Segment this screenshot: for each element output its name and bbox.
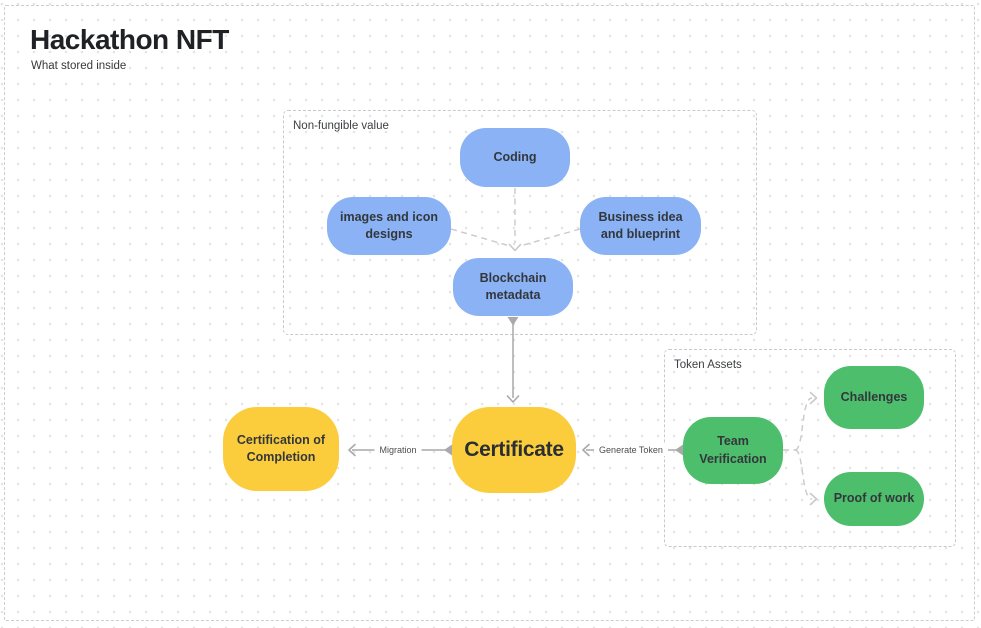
node-proof-label: Proof of work <box>833 491 915 506</box>
arrowhead-certificate-right <box>582 443 590 457</box>
node-team-verification[interactable]: Team Verification <box>683 417 783 484</box>
page-title: Hackathon NFT <box>30 24 229 55</box>
arrowhead-certificate-top <box>506 395 520 403</box>
node-proof-of-work[interactable]: Proof of work <box>824 472 924 526</box>
node-challenges-label: Challenges <box>840 389 908 404</box>
node-business-label: Business idea and blueprint <box>598 209 683 242</box>
node-coding[interactable]: Coding <box>460 128 570 187</box>
node-coding-label: Coding <box>493 149 537 164</box>
arrowhead-challenges <box>809 391 818 405</box>
connector-nub-metadata <box>507 317 519 326</box>
node-certificate[interactable]: Certificate <box>452 407 576 493</box>
connector-nub-certificate-left <box>444 444 452 456</box>
group-non-fungible-value[interactable]: Non-fungible value <box>283 110 757 335</box>
edge-label-generate-token[interactable]: Generate Token <box>594 444 668 456</box>
node-challenges[interactable]: Challenges <box>824 366 924 429</box>
edge-team-to-challenges[interactable] <box>794 397 813 451</box>
node-metadata-label: Blockchain metadata <box>479 270 547 303</box>
group-label-token-assets: Token Assets <box>674 359 742 371</box>
node-certification-of-completion[interactable]: Certification of Completion <box>223 407 339 491</box>
node-images-label: images and icon designs <box>340 209 438 242</box>
page-subtitle: What stored inside <box>31 60 127 72</box>
arrowhead-completion <box>348 443 356 457</box>
connector-nub-team-left <box>675 444 683 456</box>
group-label-non-fungible-value: Non-fungible value <box>293 120 389 132</box>
edge-label-migration[interactable]: Migration <box>374 444 422 456</box>
node-certificate-label: Certificate <box>464 438 564 462</box>
edge-business-to-metadata[interactable] <box>519 228 581 247</box>
node-images-and-icon-designs[interactable]: images and icon designs <box>327 197 451 255</box>
node-blockchain-metadata[interactable]: Blockchain metadata <box>453 258 573 316</box>
node-completion-label: Certification of Completion <box>236 432 326 465</box>
edge-team-to-proof[interactable] <box>794 449 813 500</box>
arrowhead-proof <box>809 492 818 506</box>
arrowhead-metadata <box>508 243 522 252</box>
edge-images-to-metadata[interactable] <box>450 228 511 247</box>
node-team-label: Team Verification <box>699 434 767 466</box>
node-business-idea-and-blueprint[interactable]: Business idea and blueprint <box>580 197 701 255</box>
